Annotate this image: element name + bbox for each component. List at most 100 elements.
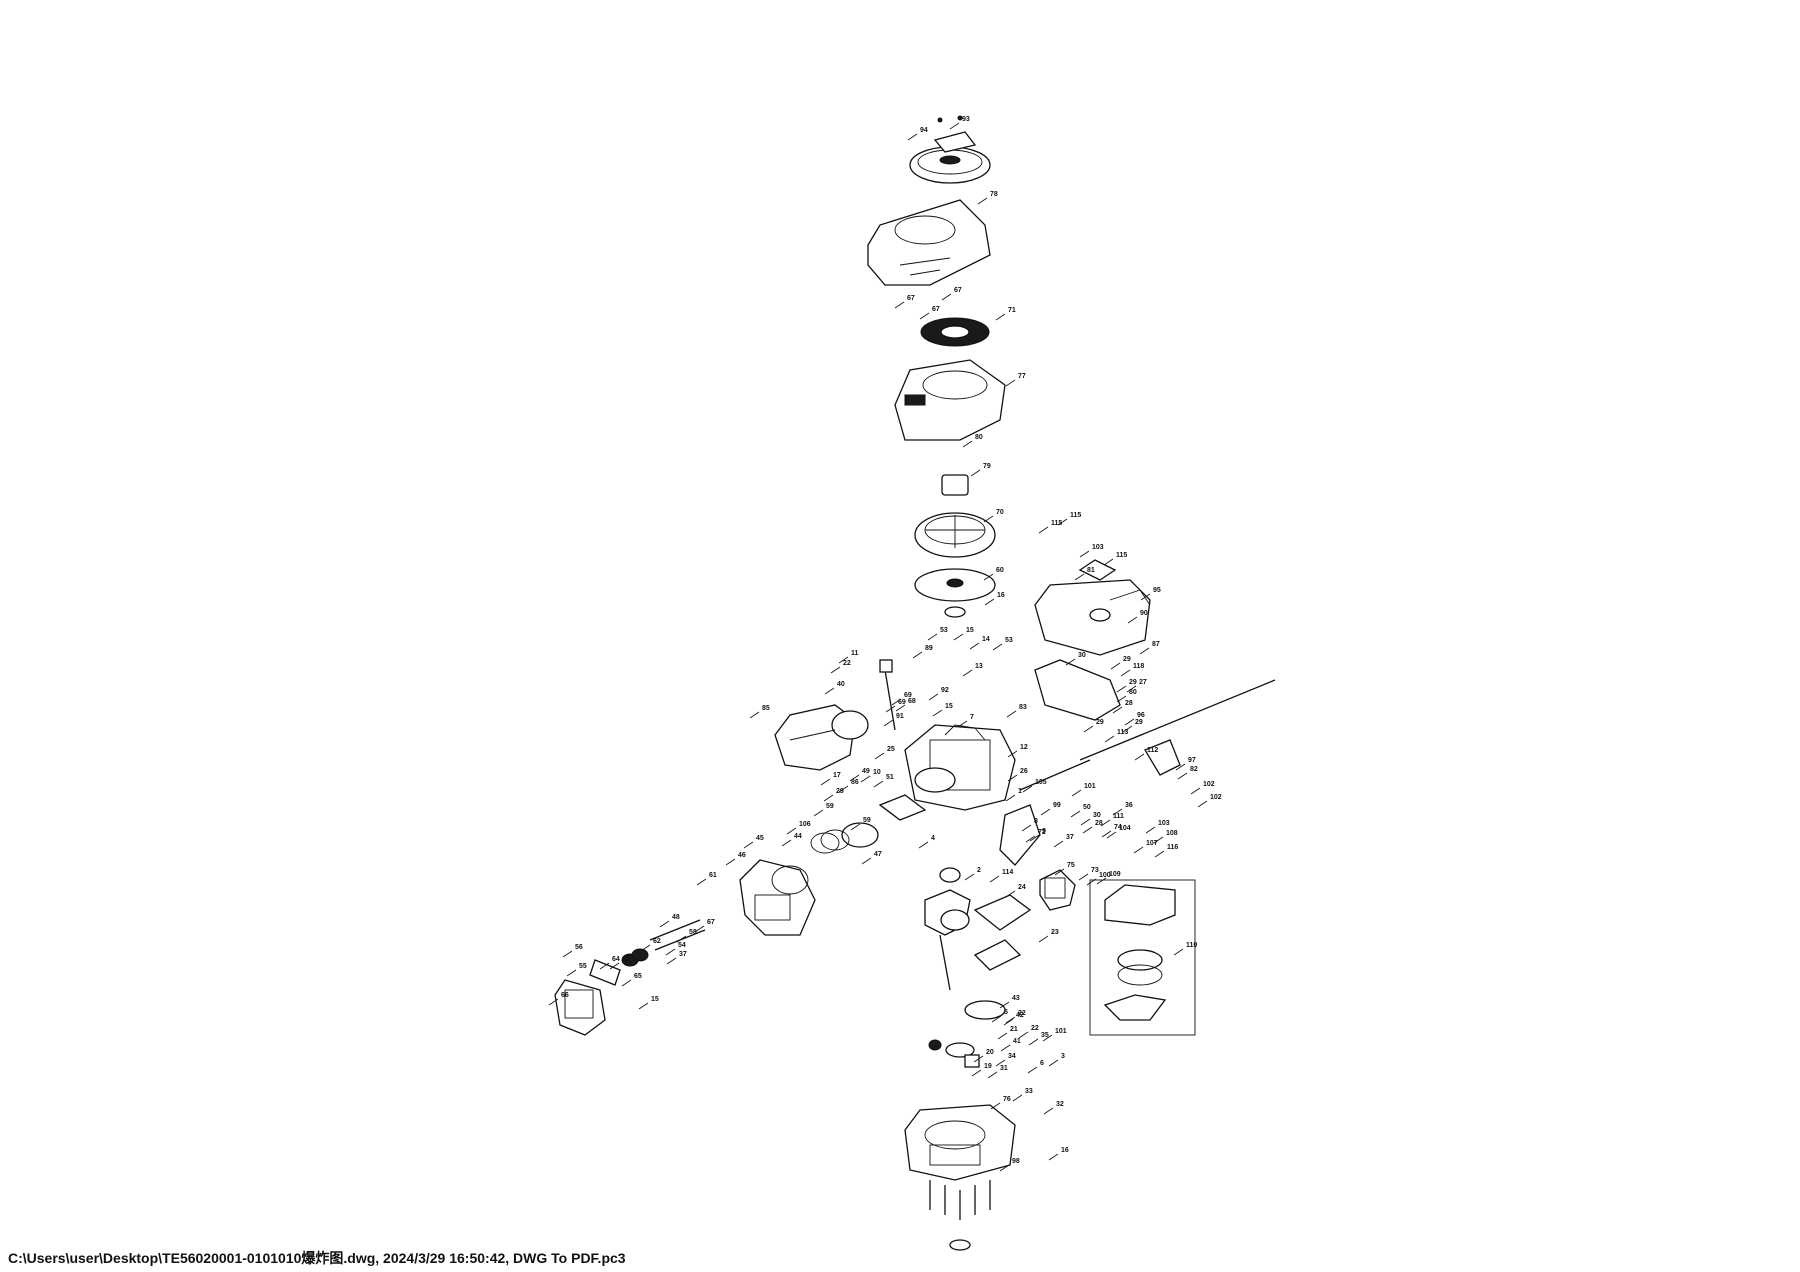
callout-leader-line: [912, 651, 923, 659]
dipstick-icon: [879, 659, 896, 731]
callout-leader-line: [665, 948, 676, 956]
callout-leader-line: [995, 1059, 1006, 1067]
part-callout-29: 29: [1096, 719, 1104, 726]
callout-leader-line: [941, 293, 952, 301]
callout-leader-line: [1145, 826, 1156, 834]
piston-and-rings: [810, 794, 927, 854]
recoil-starter-icon: [909, 115, 991, 184]
part-callout-37: 37: [1066, 834, 1074, 841]
part-callout-46: 46: [738, 852, 746, 859]
callout-leader-line: [1177, 772, 1188, 780]
part-callout-71: 71: [1008, 307, 1016, 314]
part-callout-15: 15: [966, 627, 974, 634]
part-callout-56: 56: [575, 944, 583, 951]
part-callout-28: 28: [1095, 820, 1103, 827]
cylinder-head-icon: [739, 859, 816, 936]
part-callout-76: 76: [1003, 1096, 1011, 1103]
part-callout-37: 37: [679, 951, 687, 958]
callout-leader-line: [984, 598, 995, 606]
callout-leader-line: [1027, 1066, 1038, 1074]
part-callout-42: 42: [1016, 1012, 1024, 1019]
part-callout-35: 35: [1041, 1032, 1049, 1039]
callout-leader-line: [919, 312, 930, 320]
part-callout-99: 99: [1053, 802, 1061, 809]
part-callout-60: 60: [996, 567, 1004, 574]
callout-leader-line: [1005, 794, 1016, 802]
part-callout-1: 1: [1018, 788, 1022, 795]
callout-leader-line: [638, 1002, 649, 1010]
part-callout-67: 67: [907, 295, 915, 302]
part-callout-105: 105: [1035, 779, 1047, 786]
crankcase-icon: [904, 1104, 1016, 1181]
part-callout-111: 111: [1113, 813, 1124, 820]
callout-leader-line: [1038, 935, 1049, 943]
part-callout-30: 30: [1093, 812, 1101, 819]
part-callout-89: 89: [925, 645, 933, 652]
valves-and-springs: [589, 919, 706, 986]
callout-leader-line: [548, 998, 559, 1006]
callout-leader-line: [874, 752, 885, 760]
carburetor-icon: [1039, 869, 1076, 911]
callout-leader-line: [991, 1015, 1002, 1023]
part-callout-19: 19: [984, 1063, 992, 1070]
throttle-cable: [1079, 679, 1276, 761]
callout-leader-line: [1134, 753, 1145, 761]
part-callout-91: 91: [896, 713, 904, 720]
part-callout-69: 69: [898, 699, 906, 706]
callout-leader-line: [1078, 873, 1089, 881]
callout-leader-line: [830, 666, 841, 674]
part-callout-77: 77: [1018, 373, 1026, 380]
callout-leader-line: [621, 979, 632, 987]
callout-leader-line: [694, 925, 705, 933]
callout-leader-line: [932, 709, 943, 717]
callout-leader-line: [1100, 819, 1111, 827]
callout-leader-line: [1126, 685, 1137, 693]
callout-leader-line: [1043, 1107, 1054, 1115]
part-callout-53: 53: [1005, 637, 1013, 644]
callout-leader-line: [995, 313, 1006, 321]
part-callout-12: 12: [1020, 744, 1028, 751]
part-callout-70: 70: [996, 509, 1004, 516]
callout-leader-line: [1096, 877, 1107, 885]
callout-leader-line: [1173, 948, 1184, 956]
callout-leader-line: [891, 698, 902, 706]
part-callout-63: 63: [622, 956, 630, 963]
part-callout-112: 112: [1147, 747, 1158, 754]
part-callout-95: 95: [1153, 587, 1161, 594]
governor-parts: [964, 894, 1032, 1020]
callout-leader-line: [562, 950, 573, 958]
starter-cup: [941, 474, 969, 496]
part-callout-15: 15: [945, 703, 953, 710]
callout-leader-line: [1082, 826, 1093, 834]
valve-cover: [554, 979, 606, 1036]
part-callout-78: 78: [990, 191, 998, 198]
part-callout-25: 25: [887, 746, 895, 753]
part-callout-114: 114: [1002, 869, 1013, 876]
callout-leader-line: [1112, 706, 1123, 714]
part-callout-102: 102: [1203, 781, 1215, 788]
part-callout-67: 67: [932, 306, 940, 313]
part-callout-59: 59: [863, 817, 871, 824]
part-callout-116: 116: [1167, 844, 1178, 851]
callout-leader-line: [992, 643, 1003, 651]
part-callout-45: 45: [756, 835, 764, 842]
part-callout-94: 94: [920, 127, 928, 134]
callout-leader-line: [813, 809, 824, 817]
part-callout-26: 26: [1020, 768, 1028, 775]
callout-leader-line: [895, 704, 906, 712]
part-callout-4: 4: [931, 835, 935, 842]
part-callout-115: 115: [1116, 552, 1127, 559]
callout-leader-line: [1005, 890, 1016, 898]
part-callout-66: 66: [561, 992, 569, 999]
part-callout-34: 34: [1008, 1053, 1016, 1060]
fan-housing-icon: [867, 199, 991, 286]
callout-leader-line: [1005, 1016, 1016, 1024]
callout-leader-line: [1074, 573, 1085, 581]
part-callout-101: 101: [1055, 1028, 1067, 1035]
callout-leader-line: [953, 633, 964, 641]
callout-leader-line: [1018, 1031, 1029, 1039]
callout-leader-line: [1038, 526, 1049, 534]
callout-leader-line: [962, 440, 973, 448]
part-callout-3: 3: [1061, 1053, 1065, 1060]
callout-leader-line: [696, 878, 707, 886]
